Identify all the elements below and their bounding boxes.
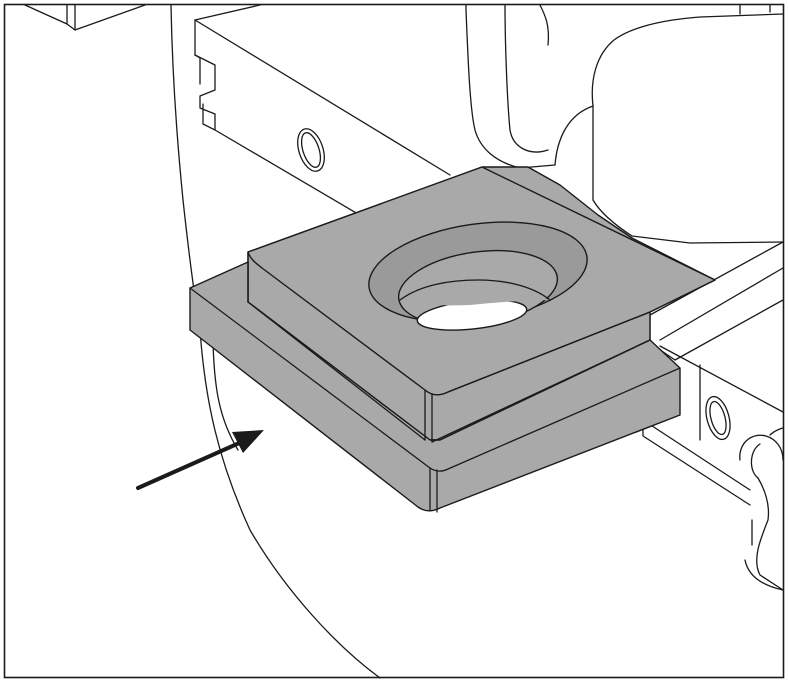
figure-frame: [3, 3, 785, 679]
highlighted-part: [189, 166, 716, 513]
arrow-icon: [136, 430, 264, 490]
